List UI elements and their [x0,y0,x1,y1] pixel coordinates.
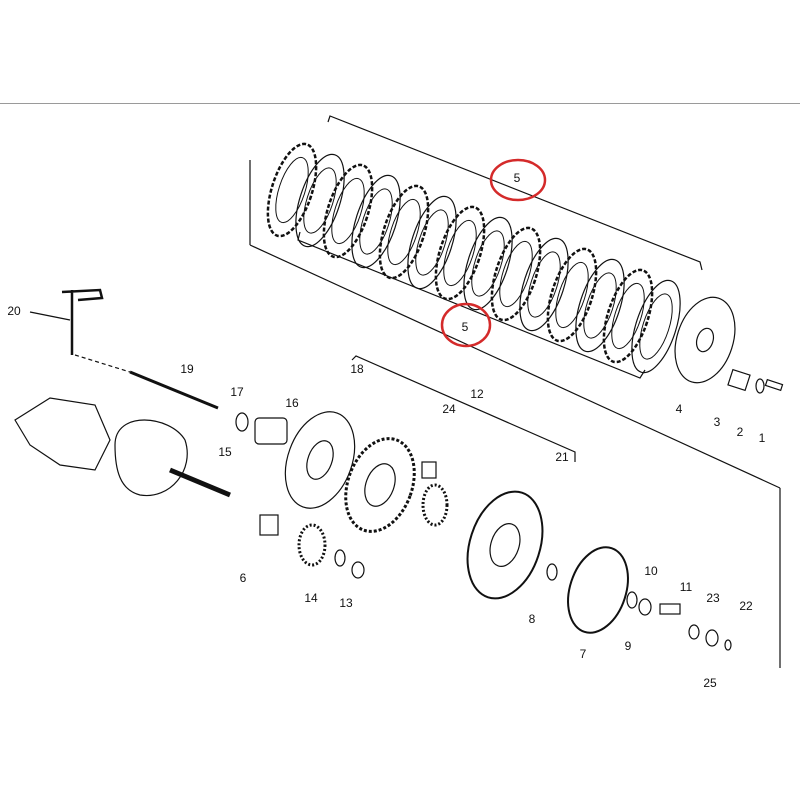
plate-inner [471,230,505,297]
bushing-6 [259,514,279,536]
plate-inner [415,209,449,276]
callout-5: 5 [513,171,521,185]
bracket-5-top [327,115,703,271]
steel-plate [575,258,625,353]
plate-inner [275,156,309,224]
callout-24: 24 [442,402,456,416]
highlight-circle-bottom [440,302,492,348]
steel-plate [295,153,345,248]
gear-small [421,483,449,527]
callout-18: 18 [350,362,364,376]
shaft-case [114,419,188,497]
steel-plate [407,195,457,290]
callout-8: 8 [528,612,536,626]
callout-23: 23 [706,591,720,605]
shaft-19 [129,370,219,410]
plate-inner [387,198,421,266]
ring-25 [724,639,732,651]
washer-14 [334,549,346,567]
nut-24 [421,461,437,479]
nut-13 [351,561,365,579]
bolt-1 [764,378,784,392]
callout-19: 19 [180,362,194,376]
callout-4: 4 [675,402,683,416]
washer-10 [626,591,638,609]
engine-case [14,397,111,471]
friction-plate [434,205,486,301]
leader-long-2 [249,244,781,489]
plate-inner [555,261,589,329]
callout-21: 21 [555,450,569,464]
plate-inner [583,272,617,339]
callout-22: 22 [739,599,753,613]
callout-7: 7 [579,647,587,661]
highlight-circle-top [489,158,547,202]
callout-20: 20 [7,304,21,318]
callout-15: 15 [218,445,232,459]
clutch-basket [466,490,544,600]
plate-inner [443,219,477,287]
callout-12: 12 [470,387,484,401]
plate-inner [611,282,645,350]
friction-plate [266,142,318,238]
callout-2: 2 [736,425,744,439]
bearing-16 [254,417,288,445]
plate-inner [527,251,561,318]
steel-plate [519,237,569,332]
callout-9: 9 [624,639,632,653]
leader-20 [29,311,71,321]
washer-22 [705,629,719,647]
gasket-18 [284,411,356,509]
pin-11 [659,603,681,615]
callout-6: 6 [239,571,247,585]
steel-plate [463,216,513,311]
dash-20 [74,354,131,373]
steel-plate [351,174,401,269]
hub-7 [567,546,629,634]
plate-inner [331,177,365,245]
gear-14 [297,523,327,567]
friction-plate [322,163,374,259]
callout-1: 1 [758,431,766,445]
callout-13: 13 [339,596,353,610]
bracket-12 [351,355,576,462]
callout-16: 16 [285,396,299,410]
spring [727,368,751,392]
steel-plate [631,279,681,374]
friction-plate [490,226,542,322]
callout-10: 10 [644,564,658,578]
callout-11: 11 [679,580,693,594]
friction-plate [602,268,654,364]
nut-23 [688,624,700,640]
bracket-5-bottom [297,231,646,379]
callout-3: 3 [713,415,721,429]
nut-9 [638,598,652,616]
washer-8 [546,563,558,581]
gear-large [344,437,416,533]
plate-inner [359,188,393,255]
callout-17: 17 [230,385,244,399]
plate-inner [303,167,337,234]
callout-25: 25 [703,676,717,690]
lever-20 [61,288,104,355]
callout-5: 5 [461,320,469,334]
washer-2 [755,378,765,394]
ring-17 [235,412,249,432]
plate-inner [499,240,533,308]
callout-14: 14 [304,591,318,605]
pressure-plate [674,296,736,384]
plate-inner [639,293,673,360]
friction-plate [378,184,430,280]
clutch-plates [266,142,681,374]
divider-line [0,103,800,104]
friction-plate [546,247,598,343]
